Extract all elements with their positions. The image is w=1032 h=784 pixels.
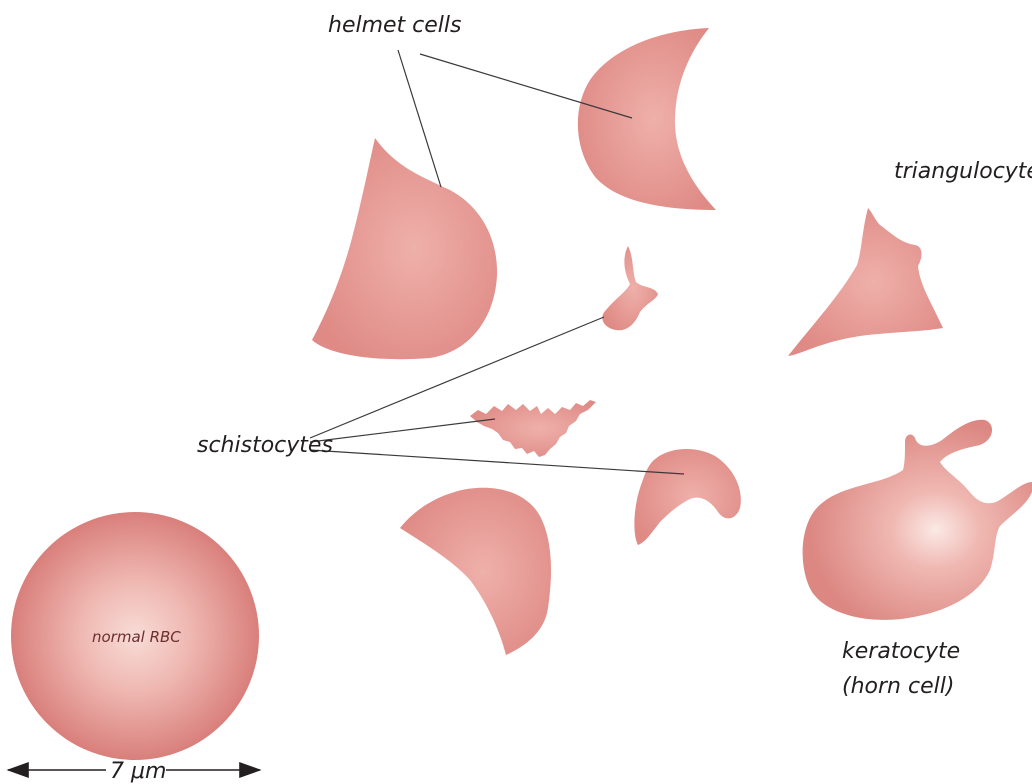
- keratocyte-cell: [803, 420, 1032, 620]
- helmet-cells-label: helmet cells: [328, 13, 462, 38]
- schistocyte-jagged: [470, 400, 596, 457]
- helmet-cells-leader-1: [398, 50, 441, 187]
- normal-rbc-label: normal RBC: [92, 628, 181, 646]
- helmet-cell-lower: [312, 138, 497, 359]
- scale-label: 7 μm: [110, 759, 166, 784]
- horn-cell-label: (horn cell): [842, 674, 954, 699]
- helmet-cell-upper: [578, 28, 716, 210]
- triangulocyte-label: triangulocyte: [894, 159, 1032, 184]
- keratocyte-label: keratocyte: [842, 639, 960, 664]
- schistocyte-lower: [400, 488, 551, 655]
- triangulocyte-cell: [788, 208, 943, 356]
- schistocyte-small: [602, 246, 658, 330]
- schistocytes-label: schistocytes: [197, 433, 333, 458]
- schistocyte-crescent: [634, 449, 740, 545]
- schistocytes-leader-2: [310, 419, 495, 442]
- schistocytes-leader-3: [310, 450, 684, 474]
